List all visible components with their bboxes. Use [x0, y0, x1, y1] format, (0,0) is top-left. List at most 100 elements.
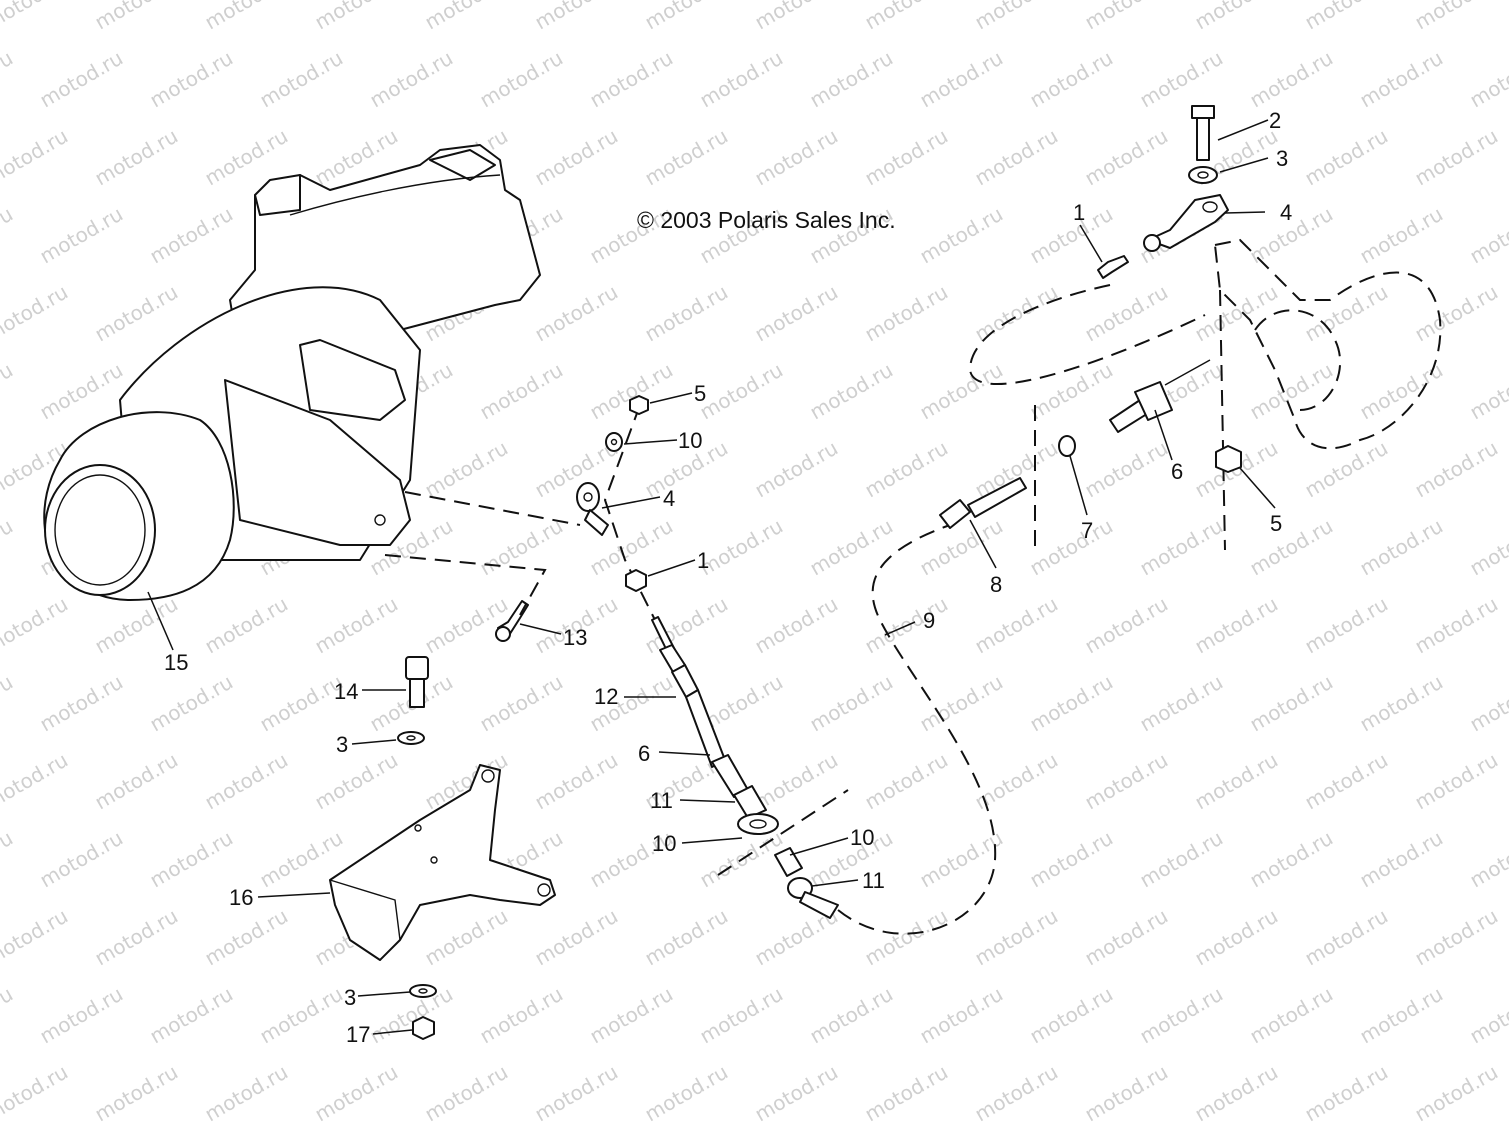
watermark-text: motod.ru [91, 0, 182, 34]
part-8-adjuster [939, 477, 1027, 529]
callout-12: 12 [594, 684, 618, 709]
assembly-line-screw [384, 554, 547, 616]
watermark-text: motod.ru [916, 670, 1007, 737]
watermark-text: motod.ru [971, 748, 1062, 815]
callout-16: 16 [229, 885, 253, 910]
watermark-text: motod.ru [916, 982, 1007, 1049]
callout-3-lower: 3 [344, 985, 356, 1010]
watermark-text: motod.ru [1246, 670, 1337, 737]
watermark-text: motod.ru [641, 124, 732, 191]
watermark-text: motod.ru [1301, 748, 1392, 815]
watermark-text: motod.ru [36, 202, 127, 269]
part-4-rod-end-left [576, 482, 609, 536]
watermark-text: motod.ru [36, 46, 127, 113]
watermark-text: motod.ru [861, 280, 952, 347]
callout-5-right: 5 [1270, 511, 1282, 536]
watermark-text: motod.ru [531, 1060, 622, 1127]
watermark-text: motod.ru [1136, 670, 1227, 737]
part-7-washer [1058, 435, 1076, 457]
callout-10-right: 10 [850, 825, 874, 850]
watermark-text: motod.ru [1026, 46, 1117, 113]
watermark-text: motod.ru [1466, 826, 1509, 893]
watermark-text: motod.ru [1246, 826, 1337, 893]
watermark-text: motod.ru [476, 358, 567, 425]
callout-6-lower: 6 [638, 741, 650, 766]
watermark-text: motod.ru [1081, 904, 1172, 971]
part-5-nut-right [1215, 445, 1242, 473]
watermark-text: motod.ru [916, 202, 1007, 269]
callout-leaders [147, 119, 1276, 1035]
watermark-text: motod.ru [146, 46, 237, 113]
watermark-text: motod.ru [1136, 982, 1227, 1049]
watermark-text: motod.ru [256, 46, 347, 113]
watermark-text: motod.ru [971, 1060, 1062, 1127]
callout-4-left: 4 [663, 486, 675, 511]
callout-10-lower: 10 [652, 831, 676, 856]
watermark-text: motod.ru [531, 0, 622, 34]
callout-4-upper-right: 4 [1280, 200, 1292, 225]
watermark-text: motod.ru [421, 436, 512, 503]
watermark-text: motod.ru [1411, 748, 1502, 815]
watermark-text: motod.ru [91, 748, 182, 815]
watermark-text: motod.ru [0, 280, 72, 347]
callout-13: 13 [563, 625, 587, 650]
part-2-bolt [1191, 105, 1215, 161]
watermark-text: motod.ru [1411, 280, 1502, 347]
steering-arm-ghost [1213, 238, 1442, 551]
watermark-text: motod.ru [311, 592, 402, 659]
watermark-text: motod.ru [91, 280, 182, 347]
callout-8: 8 [990, 572, 1002, 597]
watermark-text: motod.ru [751, 280, 842, 347]
watermark-text: motod.ru [311, 1060, 402, 1127]
watermark-text: motod.ru [1026, 358, 1117, 425]
cable-loop-upper [968, 284, 1206, 385]
watermark-text: motod.ru [861, 904, 952, 971]
callout-3-upper-right: 3 [1276, 146, 1288, 171]
watermark-text: motod.ru [91, 592, 182, 659]
watermark-text: motod.ru [861, 0, 952, 34]
watermark-text: motod.ru [146, 826, 237, 893]
watermark-text: motod.ru [1411, 0, 1502, 34]
watermark-text: motod.ru [0, 748, 72, 815]
watermark-text: motod.ru [806, 46, 897, 113]
copyright-notice: © 2003 Polaris Sales Inc. [637, 207, 896, 233]
part-11-fitting-lower [733, 785, 767, 819]
watermark-text: motod.ru [1026, 670, 1117, 737]
watermark-text: motod.ru [1356, 514, 1447, 581]
callout-11-lower: 11 [650, 788, 673, 813]
watermark-text: motod.ru [0, 1060, 72, 1127]
watermark-text: motod.ru [311, 748, 402, 815]
part-13-screw [495, 600, 529, 642]
watermark-text: motod.ru [806, 670, 897, 737]
watermark-text: motod.ru [1246, 982, 1337, 1049]
callout-3-upper-left: 3 [336, 732, 348, 757]
callout-2: 2 [1269, 108, 1281, 133]
watermark-text: motod.ru [1081, 748, 1172, 815]
callout-14: 14 [334, 679, 358, 704]
watermark-text: motod.ru [1411, 124, 1502, 191]
watermark-text: motod.ru [1026, 202, 1117, 269]
part-10-washer-lower [737, 813, 779, 835]
watermark-text: motod.ru [641, 1060, 732, 1127]
cable-wire-upper [1164, 359, 1211, 386]
watermark-text: motod.ru [806, 358, 897, 425]
callout-15: 15 [164, 650, 188, 675]
watermark-text: motod.ru [201, 1060, 292, 1127]
watermark-text: motod.ru [751, 592, 842, 659]
watermark-text: motod.ru [1136, 46, 1227, 113]
watermark-text: motod.ru [91, 904, 182, 971]
part-10-washer-right [774, 847, 803, 877]
watermark-text: motod.ru [971, 592, 1062, 659]
watermark-text: motod.ru [861, 436, 952, 503]
watermark-text: motod.ru [1411, 904, 1502, 971]
watermark-text: motod.ru [1191, 1060, 1282, 1127]
watermark-text: motod.ru [751, 748, 842, 815]
watermark-text: motod.ru [1026, 982, 1117, 1049]
part-12-cable-end [651, 616, 699, 698]
watermark-text: motod.ru [1301, 592, 1392, 659]
watermark-text: motod.ru [531, 748, 622, 815]
watermark-text: motod.ru [696, 358, 787, 425]
watermark-text: motod.ru [201, 592, 292, 659]
part-3-washer-upper-right [1188, 166, 1218, 184]
watermark-text: motod.ru [146, 670, 237, 737]
